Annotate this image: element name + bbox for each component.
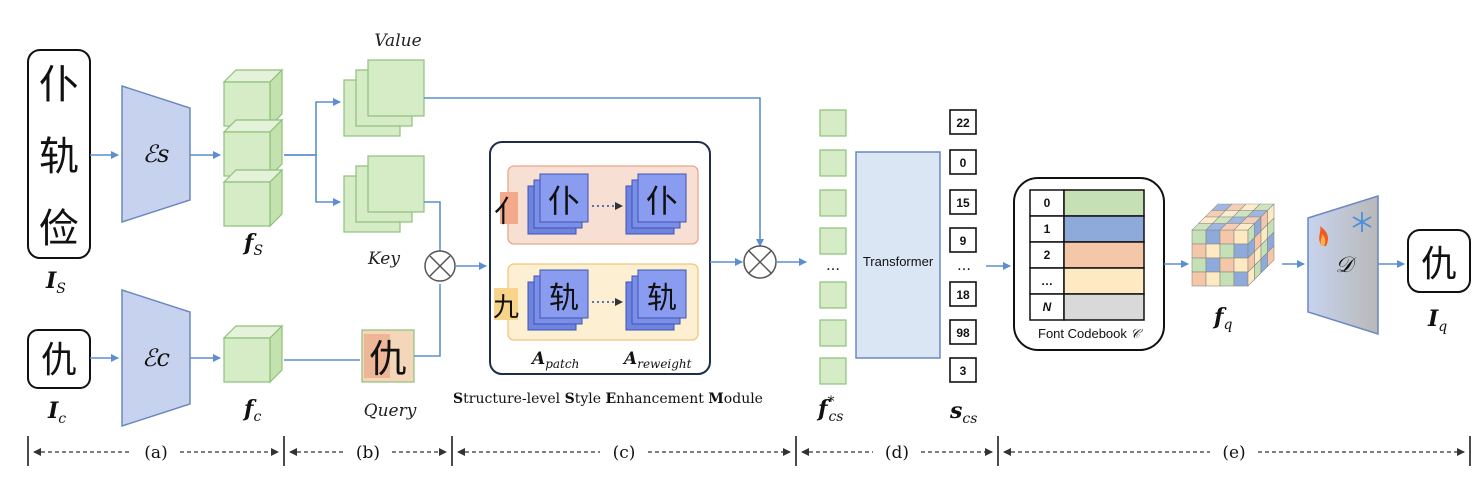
index-cell — [949, 357, 977, 383]
value-stack — [343, 59, 425, 137]
content-feature-cube — [222, 324, 284, 384]
fcs-token-column: … — [819, 109, 847, 385]
fc-label: fc — [242, 396, 261, 425]
flame-icon — [1319, 226, 1328, 246]
index-value: 3 — [960, 364, 967, 378]
codebook-index: 0 — [1044, 196, 1051, 210]
query-char: 仇 — [369, 337, 407, 381]
style-feature-cubes — [222, 68, 284, 228]
content-input-label: Ic — [47, 398, 66, 427]
codebook-index: … — [1041, 274, 1053, 288]
key-stack — [343, 155, 425, 233]
decoder — [1307, 194, 1379, 336]
codebook-entry — [1063, 189, 1145, 217]
codebook-label: Font Codebook 𝒞 — [1038, 326, 1144, 342]
codebook-entry — [1063, 293, 1145, 321]
bottom-radical-char: 九 — [493, 293, 519, 323]
fq-label: fq — [1212, 304, 1232, 333]
fs-label: fS — [242, 230, 263, 259]
codebook-table: 0 1 2 … N — [1029, 189, 1145, 321]
index-value: 22 — [956, 116, 970, 130]
stage-label: (a) — [144, 443, 167, 463]
style-encoder-label: ℰs — [143, 140, 170, 168]
index-column: 22 0 15 9 … 18 98 3 — [949, 109, 977, 383]
style-char-3: 俭 — [39, 206, 79, 252]
query-label: Query — [364, 401, 417, 421]
scs-label: scs — [949, 398, 977, 427]
index-ellipsis: … — [957, 258, 971, 274]
index-value: 0 — [960, 156, 967, 170]
snowflake-icon — [1352, 212, 1372, 232]
multiply-node-1 — [424, 250, 456, 282]
bottom-reweighted-maps: 轨 — [625, 269, 687, 331]
key-label: Key — [367, 249, 400, 269]
stage-label: (d) — [885, 443, 909, 463]
stage-label: (b) — [356, 443, 380, 463]
query-map: 仇 — [361, 329, 415, 383]
codebook-entry — [1063, 267, 1145, 295]
index-value: 9 — [960, 234, 967, 248]
content-char: 仇 — [41, 340, 77, 381]
fcs-label: f*cs — [816, 394, 844, 425]
a-reweight-label: Areweight — [622, 349, 692, 371]
index-cell — [949, 189, 977, 215]
codebook-index: 2 — [1044, 248, 1051, 262]
style-images-box: 仆 轨 俭 — [27, 49, 91, 259]
style-char-2: 轨 — [39, 134, 79, 180]
codebook-entry — [1063, 241, 1145, 269]
bottom-reweighted-char: 轨 — [647, 281, 677, 316]
stage-label: (e) — [1222, 443, 1245, 463]
quantized-feature-cube — [1191, 203, 1275, 287]
codebook-index-cell — [1029, 241, 1065, 269]
index-cell — [949, 227, 977, 253]
index-value: 18 — [956, 288, 970, 302]
index-cell — [949, 281, 977, 307]
transformer-label: Transformer — [863, 254, 934, 269]
codebook-index: 1 — [1044, 222, 1051, 236]
top-map-char: 仆 — [548, 182, 580, 220]
content-encoder-label: ℰc — [142, 344, 170, 372]
output-char: 仇 — [1421, 244, 1457, 285]
top-reweighted-maps: 仆 — [625, 173, 687, 235]
bottom-map-char: 轨 — [549, 281, 579, 316]
bottom-attention-maps: 轨 — [527, 269, 589, 331]
module-title: Structure-level Style Enhancement Module — [453, 391, 763, 407]
index-cell — [949, 109, 977, 135]
style-input-label: IS — [45, 268, 66, 297]
top-reweighted-char: 仆 — [646, 182, 678, 220]
index-value: 15 — [956, 196, 970, 210]
a-patch-label: Apatch — [530, 349, 579, 371]
value-label: Value — [374, 31, 421, 51]
codebook-entry — [1063, 215, 1145, 243]
index-cell — [949, 319, 977, 345]
output-label: Iq — [1427, 306, 1447, 335]
stage-label: (c) — [613, 443, 636, 463]
style-char-1: 仆 — [39, 62, 79, 108]
top-attention-maps: 仆 — [527, 173, 589, 235]
multiply-node-2 — [743, 245, 777, 279]
output-image-box: 仇 — [1407, 229, 1471, 293]
codebook-index: N — [1043, 300, 1052, 314]
decoder-label: 𝒟 — [1335, 253, 1357, 278]
index-value: 98 — [956, 326, 970, 340]
transformer-block — [855, 151, 941, 359]
style-encoder — [121, 84, 191, 224]
fcs-ellipsis: … — [826, 258, 840, 274]
content-encoder — [121, 288, 191, 428]
stage-bar: (a) (b) (c) (d) (e) — [27, 436, 1471, 466]
index-cell — [949, 149, 977, 175]
top-radical-char: 亻 — [494, 195, 524, 230]
content-image-box: 仇 — [27, 329, 91, 389]
